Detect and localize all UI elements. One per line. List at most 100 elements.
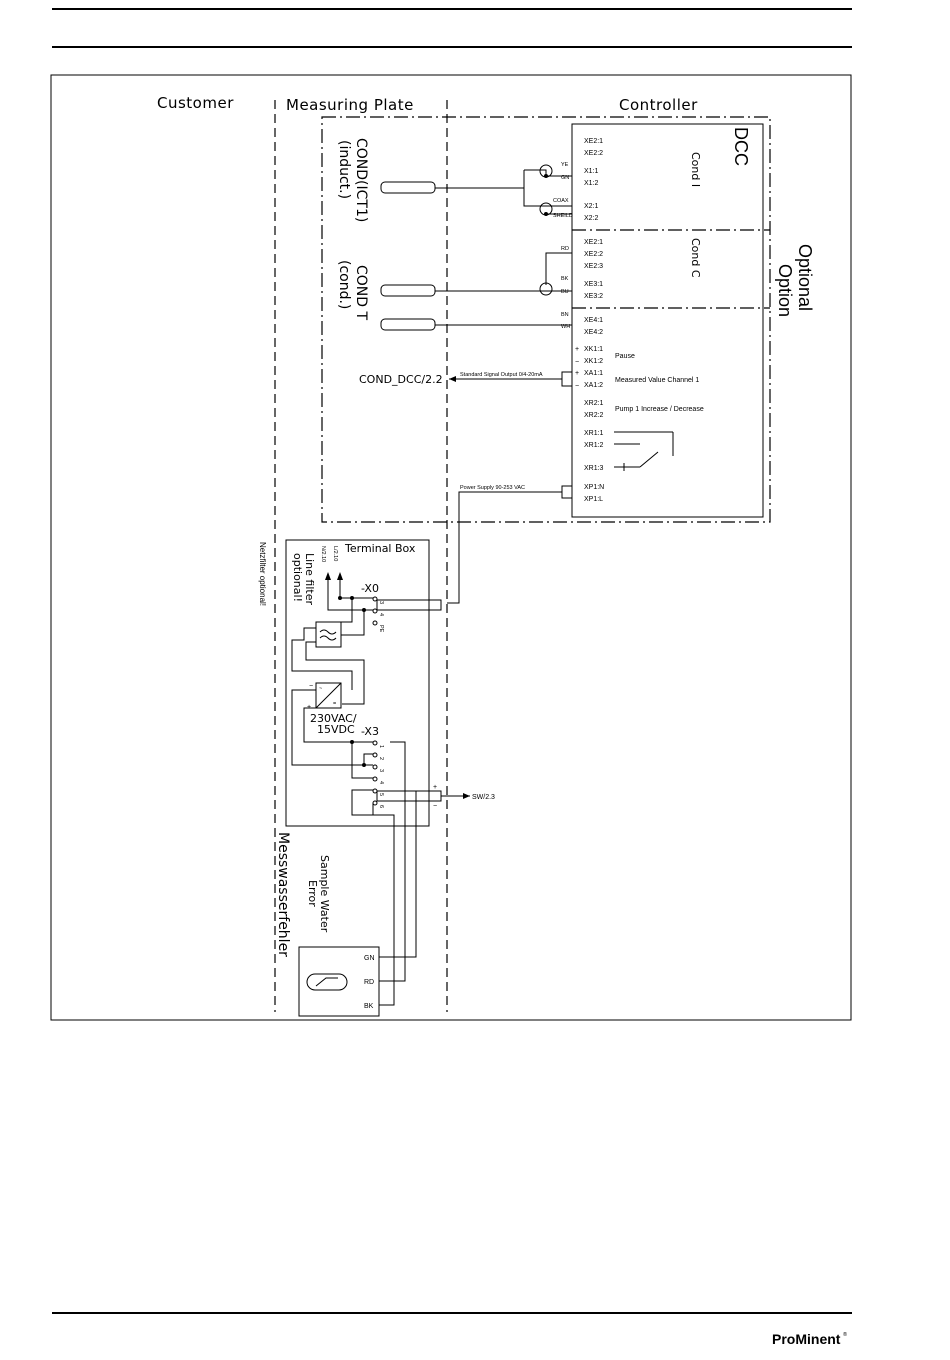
region-controller: Controller (619, 96, 698, 114)
sensor-cond-ict1: COND(ICT1) (353, 138, 369, 222)
tag-wh: WH (561, 324, 570, 330)
tag-gn: GN (561, 175, 569, 181)
x3-term-1 (372, 740, 378, 746)
probe-cond-t-1 (380, 284, 436, 297)
x3-num-2: 2 (378, 757, 384, 760)
label-std-output: Standard Signal Output 0/4-20mA (460, 372, 543, 378)
psu-minus: − (309, 683, 313, 690)
x3-term-3 (372, 764, 378, 770)
sensor-cond-t: COND T (353, 265, 369, 320)
x3-num-5: 5 (378, 793, 384, 796)
terminal-labels: XE2:1 XE2:2 X1:1 X1:2 X2:1 X2:2 XE2:1 XE… (584, 138, 604, 503)
fn-pump: Pump 1 Increase / Decrease (615, 406, 704, 413)
optional-label: Optional (795, 244, 815, 311)
sw-minus: − (433, 803, 437, 810)
x0-label: -X0 (361, 582, 379, 595)
wire-x3-loop (351, 789, 374, 816)
relay-contact (639, 451, 659, 468)
n-ref: N/2.10 (320, 546, 326, 562)
term-xp1-n: XP1:N (584, 484, 604, 491)
term-x1-1: X1:1 (584, 168, 599, 175)
term-xr1-1: XR1:1 (584, 430, 604, 437)
region-measuring-plate: Measuring Plate (286, 96, 414, 114)
x3-num-6: 6 (378, 805, 384, 808)
wire-n (327, 580, 373, 611)
netzfilter-label: Netzfilter optional! (258, 542, 267, 606)
junction-1 (544, 174, 548, 178)
x3-term-4 (372, 776, 378, 782)
wire-psu-minus (291, 689, 373, 766)
wire-psu-plus (303, 707, 373, 743)
wire-filter-n (341, 610, 365, 636)
sw-ref: SW/2.3 (472, 794, 495, 801)
line-filter-label-2: optional! (291, 553, 304, 602)
wire-x3-jump-1 (351, 742, 373, 779)
psu-diag (315, 682, 342, 709)
cable-sw (376, 790, 442, 802)
x0-term-4 (372, 608, 378, 614)
coax-symbol-3 (539, 282, 553, 296)
tag-ye: YE (561, 162, 569, 168)
sensor-cond-ict1-sub: (induct.) (336, 140, 352, 199)
junction-l (338, 596, 342, 600)
line-filter-wave (319, 629, 337, 641)
term-xa1-1: XA1:1 (584, 370, 603, 377)
x3-num-1: 1 (378, 745, 384, 748)
wire-filter-out-2 (305, 641, 365, 705)
psu-dc: = (333, 701, 336, 707)
plus-xa1: + (575, 370, 579, 377)
x3-num-3: 3 (378, 769, 384, 772)
x3-term-2 (372, 752, 378, 758)
terminal-box-title: Terminal Box (344, 542, 416, 555)
plus-xk1: + (575, 346, 579, 353)
term-xe2-1: XE2:1 (584, 138, 603, 145)
wire-sw-bk (373, 814, 395, 1006)
x0-num-4: 4 (378, 613, 384, 616)
x3-term-5 (372, 788, 378, 794)
psu-label-2: 15VDC (317, 723, 355, 736)
wire-filter-out-1 (291, 627, 353, 690)
option-label: Option (775, 264, 795, 317)
x3-num-4: 4 (378, 781, 384, 784)
wire-ict1-split (523, 170, 560, 207)
tag-rd: RD (561, 246, 569, 252)
cable-power (376, 599, 442, 611)
l-ref: L/2.10 (332, 546, 338, 561)
wire-rd (545, 252, 572, 285)
cond-i-label: Cond I (689, 152, 702, 187)
arrow-std-output (449, 376, 456, 382)
tag-shield: SHEILD (553, 213, 573, 219)
line-filter-label-1: Line filter (303, 553, 316, 605)
x3-term-6 (372, 800, 378, 806)
prominent-logo: ProMinent (772, 1331, 841, 1347)
x0-term-pe (372, 620, 378, 626)
sw-plus: + (433, 784, 437, 791)
sw-gn: GN (364, 955, 375, 962)
module-dcc-label: DCC (731, 127, 751, 166)
wire-power-supply (447, 491, 562, 604)
wire-sw-rd (379, 741, 406, 982)
psu-tilde: ~ (319, 686, 322, 692)
tag-bu: BU (561, 289, 569, 295)
arrow-l (337, 572, 343, 580)
x0-term-3 (372, 596, 378, 602)
sensor-cond-t-sub: (cond.) (336, 260, 352, 309)
flow-switch-contact (315, 977, 338, 987)
wire-sw-gn (379, 790, 417, 958)
term-xe3-1: XE3:1 (584, 281, 603, 288)
x3-label: -X3 (361, 725, 379, 738)
cond-c-label: Cond C (689, 238, 702, 278)
measuring-plate-boundary (321, 116, 771, 523)
term-xe4-1: XE4:1 (584, 317, 603, 324)
sw-rd: RD (364, 979, 374, 986)
logo-reg: ® (843, 1331, 847, 1338)
term-x1-2: X1:2 (584, 180, 599, 187)
term-xr1-2: XR1:2 (584, 442, 604, 449)
controller-box (571, 123, 764, 518)
sample-water-line1: Sample Water (318, 855, 331, 933)
wire-ict1-upper (524, 169, 560, 177)
wire-filter-l (341, 598, 353, 623)
wire-x3-jump-2 (363, 753, 373, 765)
x0-num-3: 3 (378, 601, 384, 604)
term-xe3-2: XE3:2 (584, 293, 603, 300)
